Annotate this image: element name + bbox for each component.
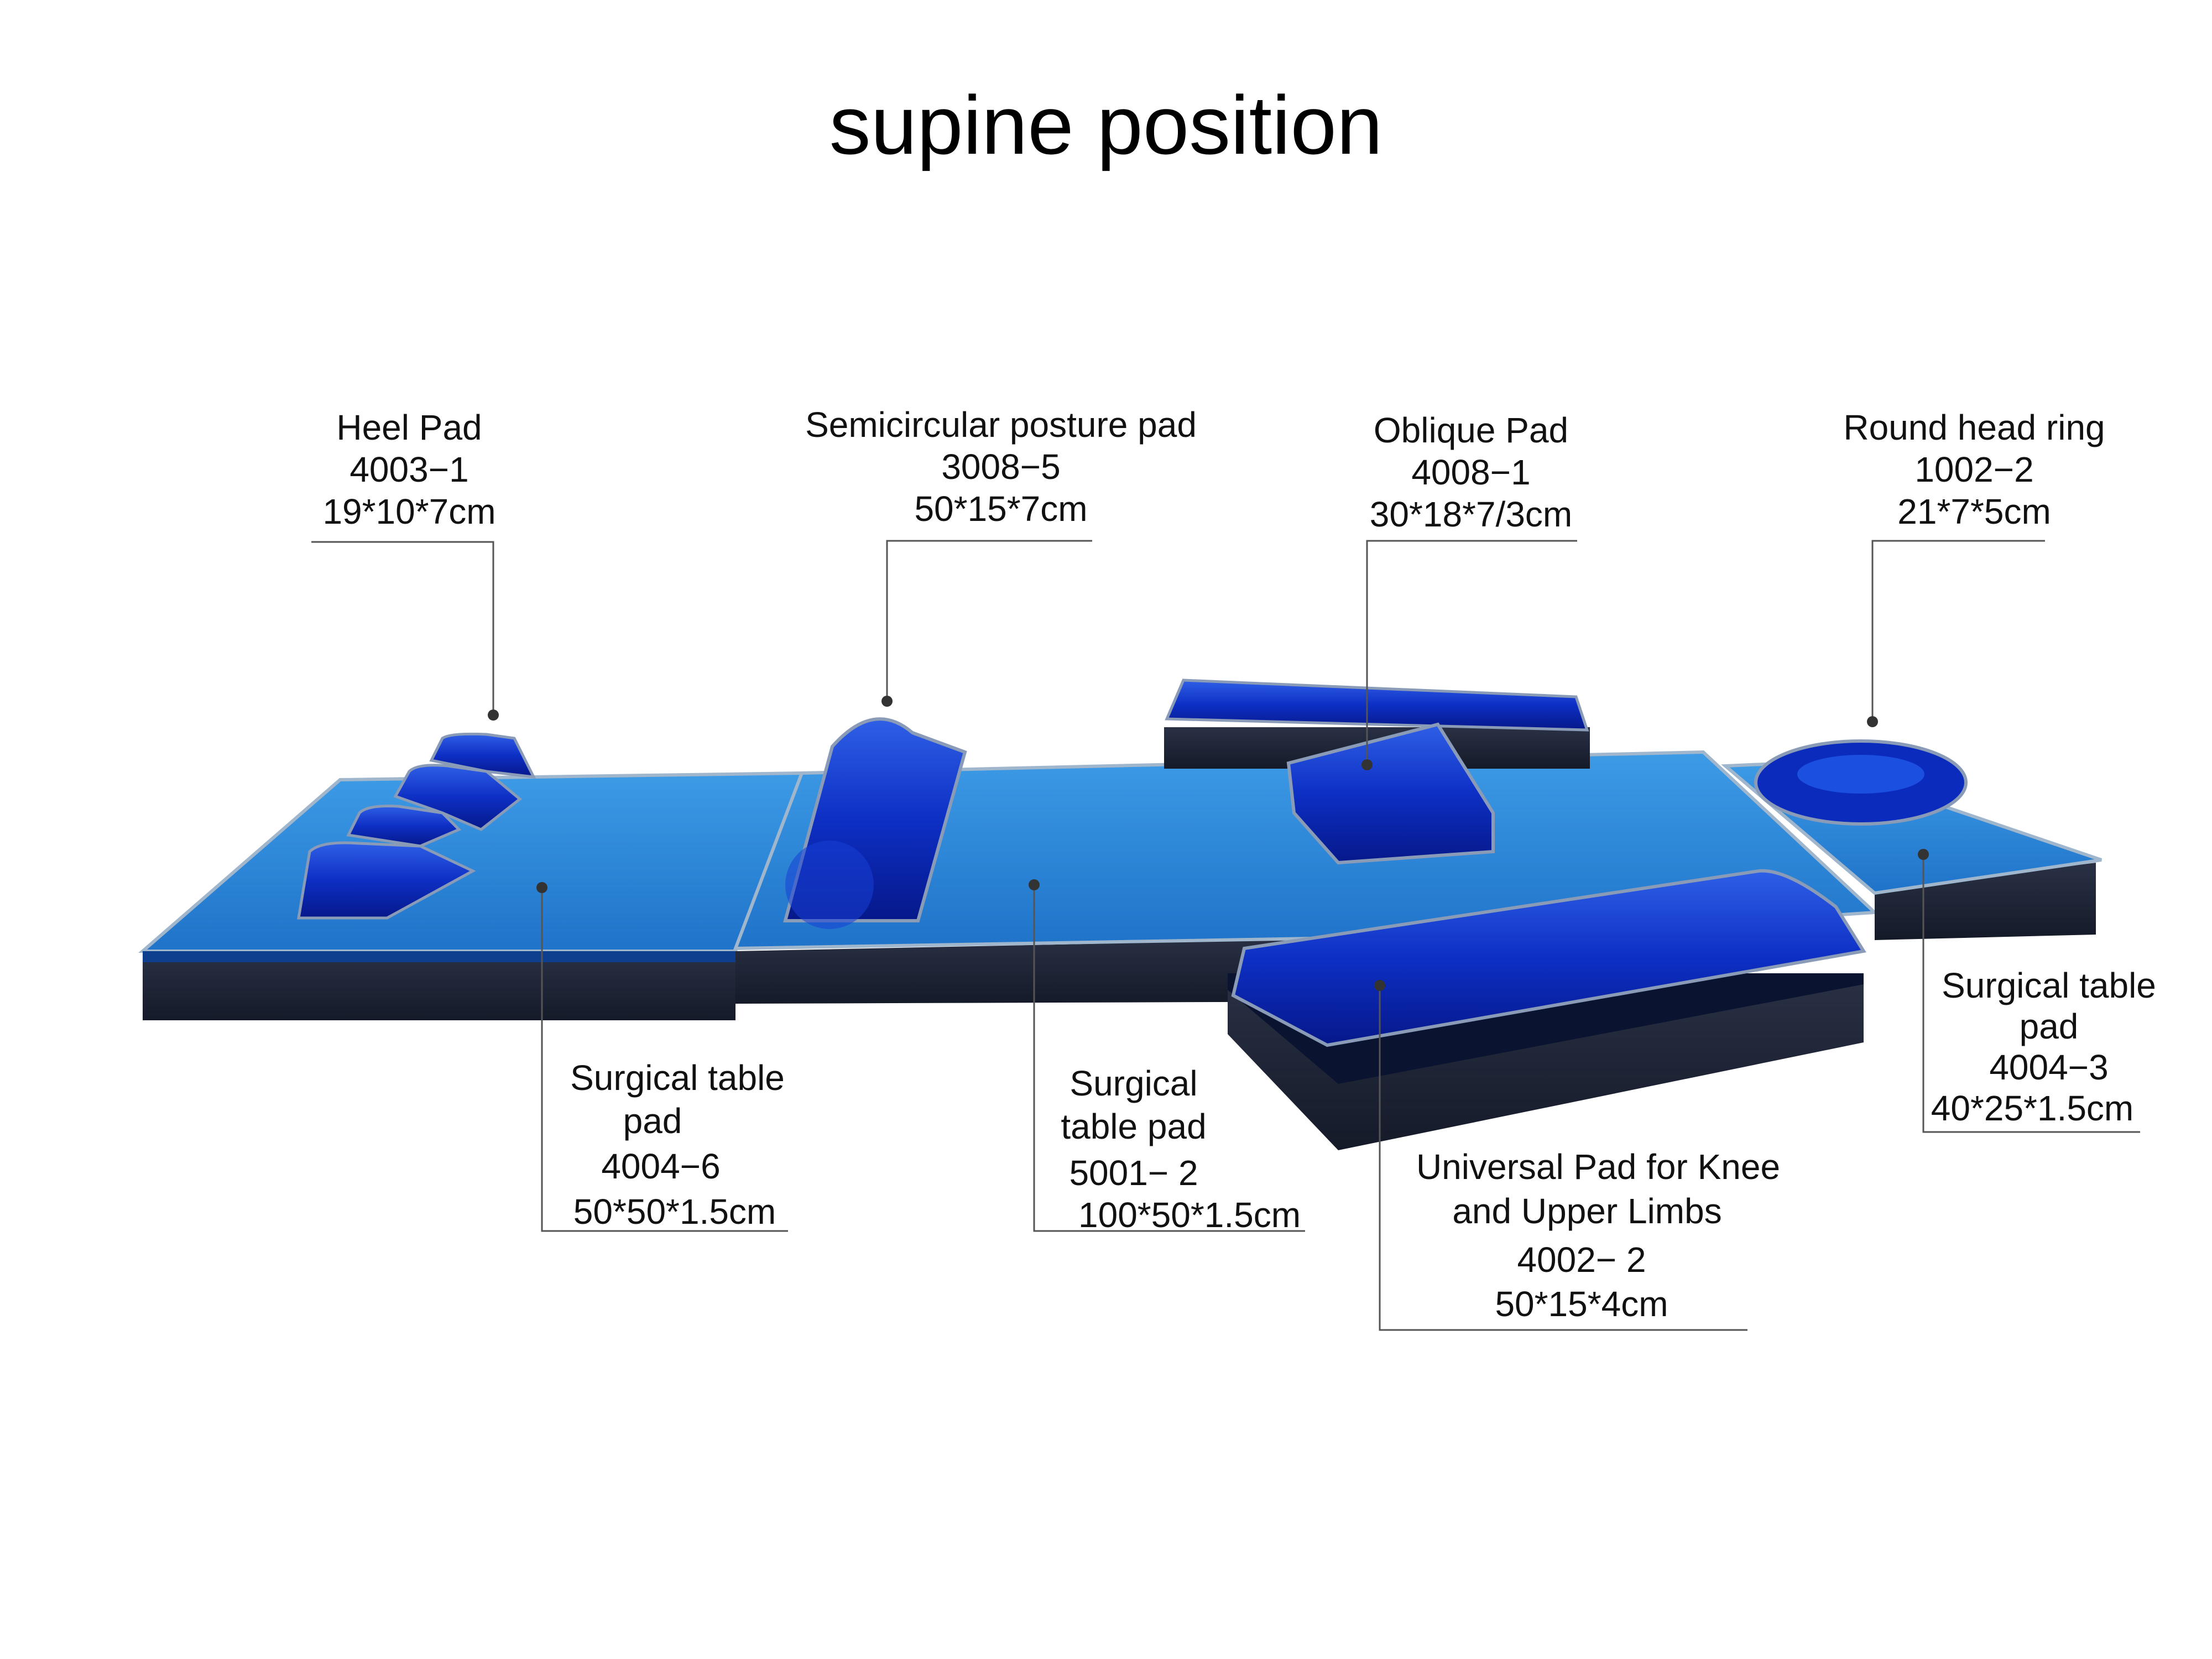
callout-code: 4004−6 (601, 1146, 721, 1186)
callout-name-line2: pad (2019, 1006, 2079, 1046)
callout-name-line1: Surgical (1070, 1063, 1198, 1103)
callout-name: Heel Pad (336, 408, 482, 447)
callout-size: 100*50*1.5cm (1078, 1195, 1301, 1235)
callout-name: Semicircular posture pad (805, 405, 1197, 445)
callout-name: Round head ring (1843, 408, 2105, 447)
callout-oblique-pad: Oblique Pad 4008−1 30*18*7/3cm (1349, 409, 1593, 535)
callout-name-line1: Surgical table (570, 1058, 785, 1098)
callout-universal-pad: Universal Pad for Knee and Upper Limbs 4… (1394, 1145, 1803, 1326)
callout-code: 3008−5 (941, 447, 1061, 487)
callout-code: 4008−1 (1411, 452, 1531, 492)
callout-size: 50*15*7cm (914, 489, 1088, 529)
leader-lines (311, 540, 2140, 1331)
callout-size: 19*10*7cm (322, 492, 496, 531)
callout-code: 4003−1 (349, 450, 469, 489)
callout-name-line2: and Upper Limbs (1452, 1191, 1722, 1231)
callout-name-line2: pad (623, 1101, 682, 1141)
universal-pad (1228, 869, 1866, 1150)
callout-surgical-table-pad-5001-2: Surgical table pad 5001− 2 100*50*1.5cm (1034, 1062, 1301, 1237)
callout-name-line1: Surgical table (1942, 966, 2156, 1005)
callout-size: 30*18*7/3cm (1369, 494, 1573, 534)
callout-surgical-table-pad-4004-6: Surgical table pad 4004−6 50*50*1.5cm (553, 1056, 802, 1233)
callout-code: 4004−3 (1989, 1047, 2109, 1087)
callout-heel-pad: Heel Pad 4003−1 19*10*7cm (299, 406, 520, 533)
callout-size: 50*15*4cm (1495, 1284, 1668, 1324)
callout-name-line2: table pad (1061, 1107, 1207, 1146)
leader-dots (488, 696, 1929, 991)
callout-code: 4002− 2 (1517, 1240, 1646, 1280)
heel-pads (297, 732, 536, 920)
callout-size: 21*7*5cm (1897, 492, 2051, 531)
callout-code: 1002−2 (1914, 450, 2034, 489)
callout-name: Oblique Pad (1373, 410, 1569, 450)
callout-code: 5001− 2 (1069, 1153, 1198, 1193)
callout-semicircular-posture-pad: Semicircular posture pad 3008−5 50*15*7c… (774, 404, 1228, 530)
round-head-ring (1754, 739, 1968, 826)
oblique-pad (1286, 722, 1495, 865)
page-title: supine position (829, 79, 1383, 171)
callout-size: 50*50*1.5cm (573, 1192, 776, 1232)
callout-surgical-table-pad-4004-3: Surgical table pad 4004−3 40*25*1.5cm (1924, 965, 2173, 1129)
callout-round-head-ring: Round head ring 1002−2 21*7*5cm (1819, 406, 2129, 533)
semicircular-posture-pad (783, 717, 967, 929)
callout-size: 40*25*1.5cm (1931, 1088, 2134, 1128)
callout-name-line1: Universal Pad for Knee (1416, 1147, 1781, 1187)
